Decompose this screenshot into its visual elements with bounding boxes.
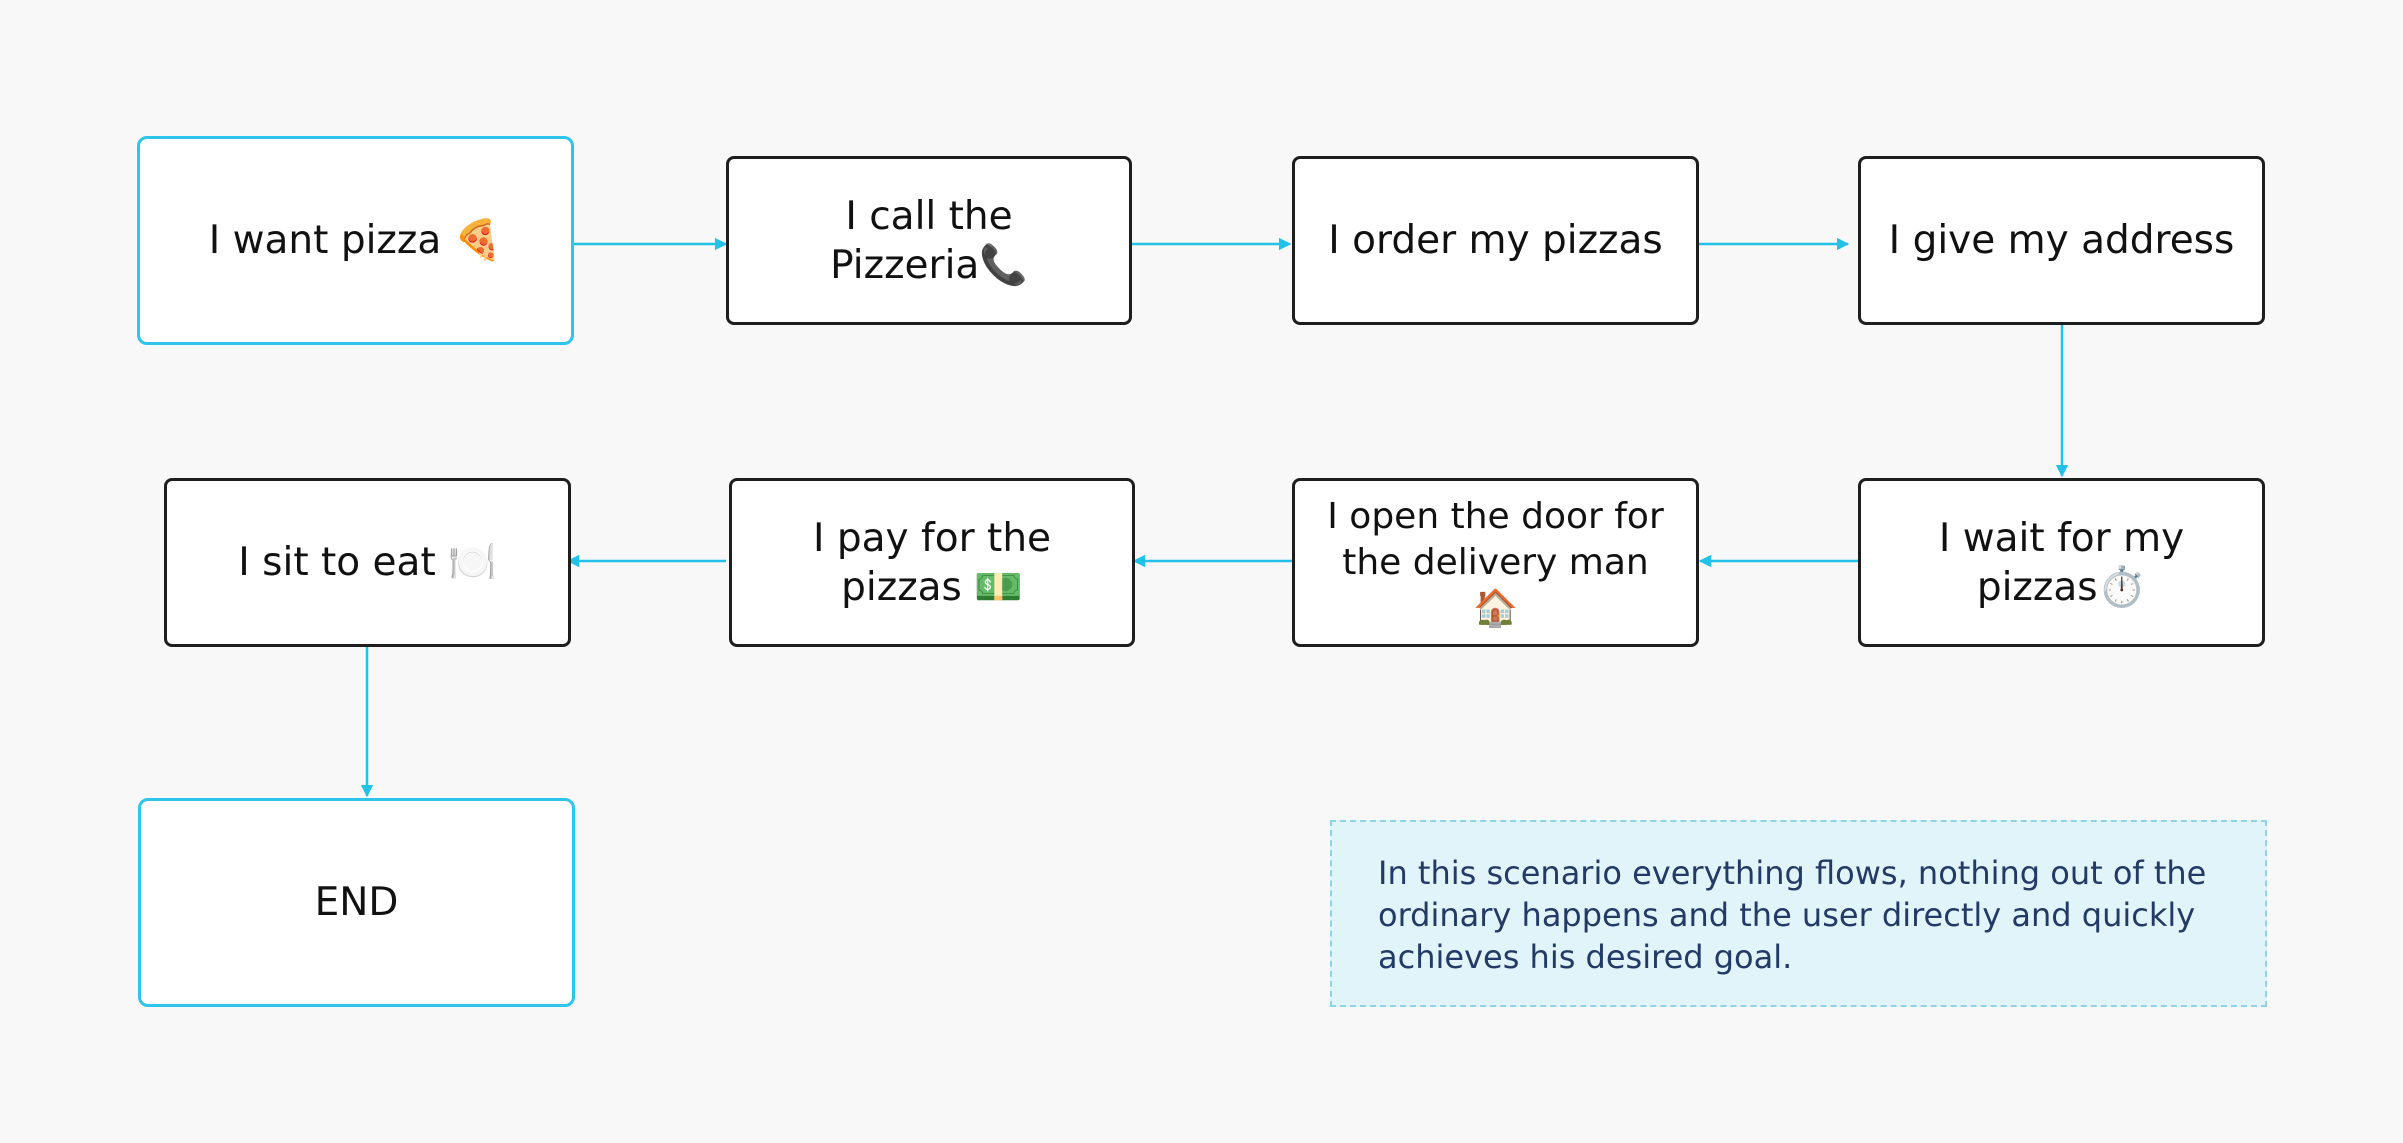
node-sit-to-eat[interactable]: I sit to eat 🍽️ <box>164 478 571 647</box>
node-want-pizza-label: I want pizza 🍕 <box>208 218 503 263</box>
node-pay-pizzas-label: I pay for the pizzas 💵 <box>812 515 1052 610</box>
node-order-pizzas[interactable]: I order my pizzas <box>1292 156 1699 325</box>
node-order-pizzas-label: I order my pizzas <box>1328 218 1663 263</box>
node-end[interactable]: END <box>138 798 575 1007</box>
scenario-note-text: In this scenario everything flows, nothi… <box>1378 854 2207 976</box>
node-end-label: END <box>314 880 399 925</box>
node-wait-pizzas-label: I wait for my pizzas⏱️ <box>1938 515 2185 610</box>
node-open-door[interactable]: I open the door for the delivery man 🏠 <box>1292 478 1699 647</box>
node-give-address[interactable]: I give my address <box>1858 156 2265 325</box>
node-sit-to-eat-label: I sit to eat 🍽️ <box>238 540 497 585</box>
plate-cutlery-emoji-icon: 🍽️ <box>448 540 497 585</box>
scenario-note: In this scenario everything flows, nothi… <box>1330 820 2267 1007</box>
node-pay-pizzas[interactable]: I pay for the pizzas 💵 <box>729 478 1135 647</box>
node-give-address-label: I give my address <box>1888 218 2235 263</box>
house-emoji-icon: 🏠 <box>1473 587 1518 629</box>
node-open-door-label: I open the door for the delivery man 🏠 <box>1327 495 1664 629</box>
node-call-pizzeria[interactable]: I call the Pizzeria📞 <box>726 156 1132 325</box>
money-emoji-icon: 💵 <box>974 564 1023 610</box>
pizza-emoji-icon: 🍕 <box>453 218 503 263</box>
phone-emoji-icon: 📞 <box>979 242 1028 288</box>
node-want-pizza[interactable]: I want pizza 🍕 <box>137 136 574 345</box>
node-wait-pizzas[interactable]: I wait for my pizzas⏱️ <box>1858 478 2265 647</box>
stopwatch-emoji-icon: ⏱️ <box>2097 564 2147 610</box>
node-call-pizzeria-label: I call the Pizzeria📞 <box>830 193 1028 288</box>
